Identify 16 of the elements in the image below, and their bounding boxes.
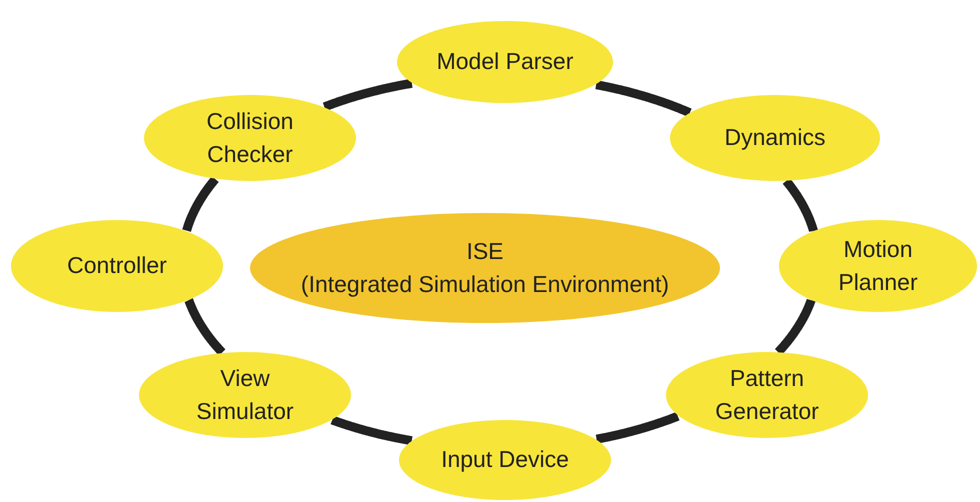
node-label: Model Parser [436, 47, 574, 76]
node-label: (Integrated Simulation Environment) [300, 270, 670, 299]
node-label: Dynamics [724, 123, 826, 152]
node-label: View Simulator [195, 364, 295, 426]
ring-connector [182, 175, 220, 234]
node-label: Input Device [441, 445, 569, 474]
ring-connector [592, 80, 694, 117]
ring-connector [593, 412, 682, 444]
node-label: ISE [466, 236, 504, 266]
node-label: Controller [67, 251, 167, 280]
node-label: Motion Planner [837, 234, 919, 297]
node-label: Pattern Generator [714, 364, 820, 426]
node-label: Collision Checker [206, 106, 294, 169]
ring-connector [321, 78, 415, 112]
ring-connector [329, 416, 415, 446]
ring-connector [184, 296, 226, 356]
